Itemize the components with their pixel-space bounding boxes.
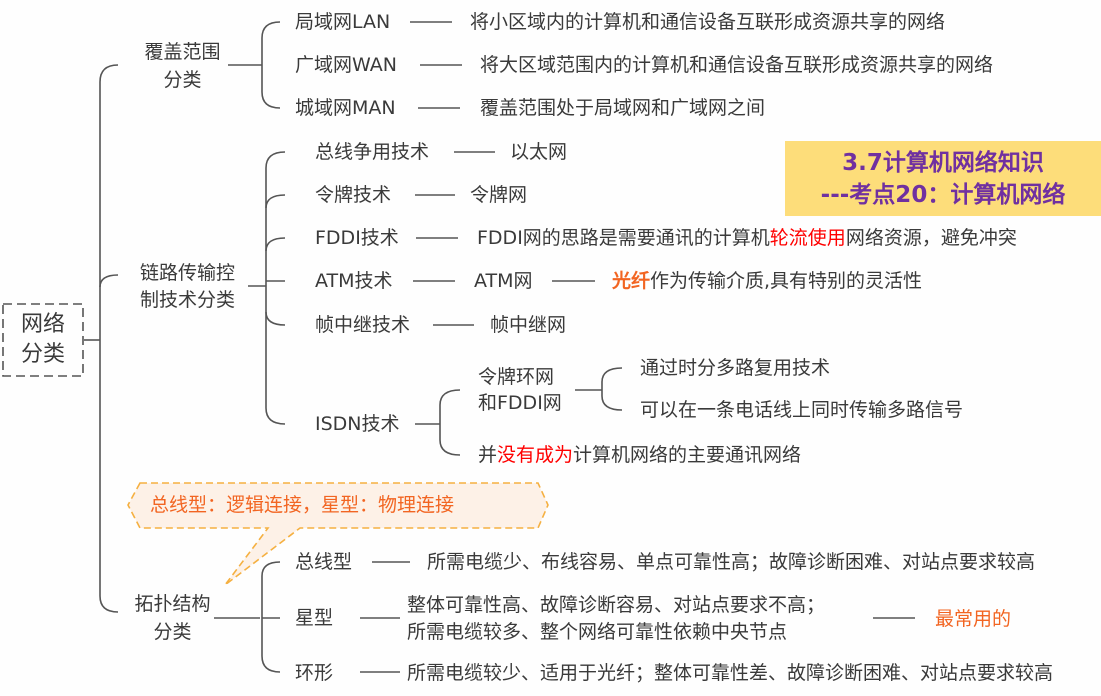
star-note: 最常用的 [935, 608, 1012, 630]
root-label-1: 网络 [20, 312, 65, 337]
isdn-sub2-a: 并 [478, 444, 498, 466]
fddi-node: FDDI技术 [315, 227, 399, 249]
token-node: 令牌技术 [315, 184, 392, 206]
link-label-2: 制技术分类 [140, 289, 236, 311]
bus-contention-node: 总线争用技术 [315, 141, 430, 163]
frame-relay-desc: 帧中继网 [490, 314, 567, 336]
isdn-sub1-item-1: 通过时分多路复用技术 [640, 357, 831, 379]
title-banner: 3.7计算机网络知识 ---考点20：计算机网络 [785, 141, 1101, 216]
lan-desc: 将小区域内的计算机和通信设备互联形成资源共享的网络 [470, 11, 946, 33]
ring-desc: 所需电缆较少、适用于光纤；整体可靠性差、故障诊断困难、对站点要求较高 [407, 662, 1054, 684]
wan-desc: 将大区域范围内的计算机和通信设备互联形成资源共享的网络 [480, 54, 994, 76]
title-line-2: ---考点20：计算机网络 [820, 182, 1066, 208]
star-node: 星型 [295, 607, 334, 629]
title-line-1: 3.7计算机网络知识 [842, 150, 1044, 176]
bus-desc: 所需电缆少、布线容易、单点可靠性高；故障诊断困难、对站点要求较高 [427, 551, 1036, 573]
topology-label-2: 分类 [153, 621, 192, 643]
isdn-node: ISDN技术 [315, 413, 400, 435]
isdn-sub1-line1: 令牌环网 [478, 366, 555, 388]
root-label-2: 分类 [20, 342, 65, 367]
isdn-sub2: 并没有成为计算机网络的主要通讯网络 [478, 442, 801, 468]
bus-node: 总线型 [295, 551, 353, 573]
star-desc-1: 整体可靠性高、故障诊断容易、对站点要求不高； [407, 594, 826, 616]
ring-node: 环形 [295, 662, 334, 684]
isdn-sub1-line2: 和FDDI网 [478, 392, 562, 414]
man-desc: 覆盖范围处于局域网和广域网之间 [480, 97, 766, 119]
topology-label-1: 拓扑结构 [134, 593, 211, 615]
star-desc-2: 所需电缆较多、整个网络可靠性依赖中央节点 [407, 621, 788, 643]
isdn-sub1-item-2: 可以在一条电话线上同时传输多路信号 [640, 399, 964, 421]
isdn-sub2-b: 计算机网络的主要通讯网络 [573, 444, 802, 466]
coverage-label-2: 分类 [163, 69, 202, 91]
atm-extra: 光纤作为传输介质,具有特别的灵活性 [612, 268, 922, 294]
atm-extra-text: 作为传输介质,具有特别的灵活性 [650, 270, 923, 292]
coverage-label-1: 覆盖范围 [144, 41, 221, 63]
fddi-desc-b: 网络资源，避免冲突 [845, 227, 1017, 249]
isdn-sub2-highlight: 没有成为 [497, 444, 574, 466]
lan-node: 局域网LAN [295, 11, 391, 33]
atm-extra-highlight: 光纤 [612, 270, 651, 292]
callout-bubble [127, 482, 549, 586]
wan-node: 广域网WAN [295, 54, 397, 76]
man-node: 城域网MAN [295, 97, 396, 119]
frame-relay-node: 帧中继技术 [315, 314, 411, 336]
callout-text: 总线型：逻辑连接，星型：物理连接 [150, 494, 455, 516]
ethernet-desc: 以太网 [510, 141, 568, 163]
fddi-desc-highlight: 轮流使用 [769, 227, 846, 249]
token-desc: 令牌网 [470, 184, 528, 206]
link-label-1: 链路传输控 [140, 262, 236, 284]
root-box [2, 303, 84, 377]
fddi-desc: FDDI网的思路是需要通讯的计算机轮流使用网络资源，避免冲突 [477, 225, 1017, 251]
atm-node: ATM技术 [315, 270, 393, 292]
atm-desc: ATM网 [474, 270, 533, 292]
fddi-desc-a: FDDI网的思路是需要通讯的计算机 [477, 227, 770, 249]
